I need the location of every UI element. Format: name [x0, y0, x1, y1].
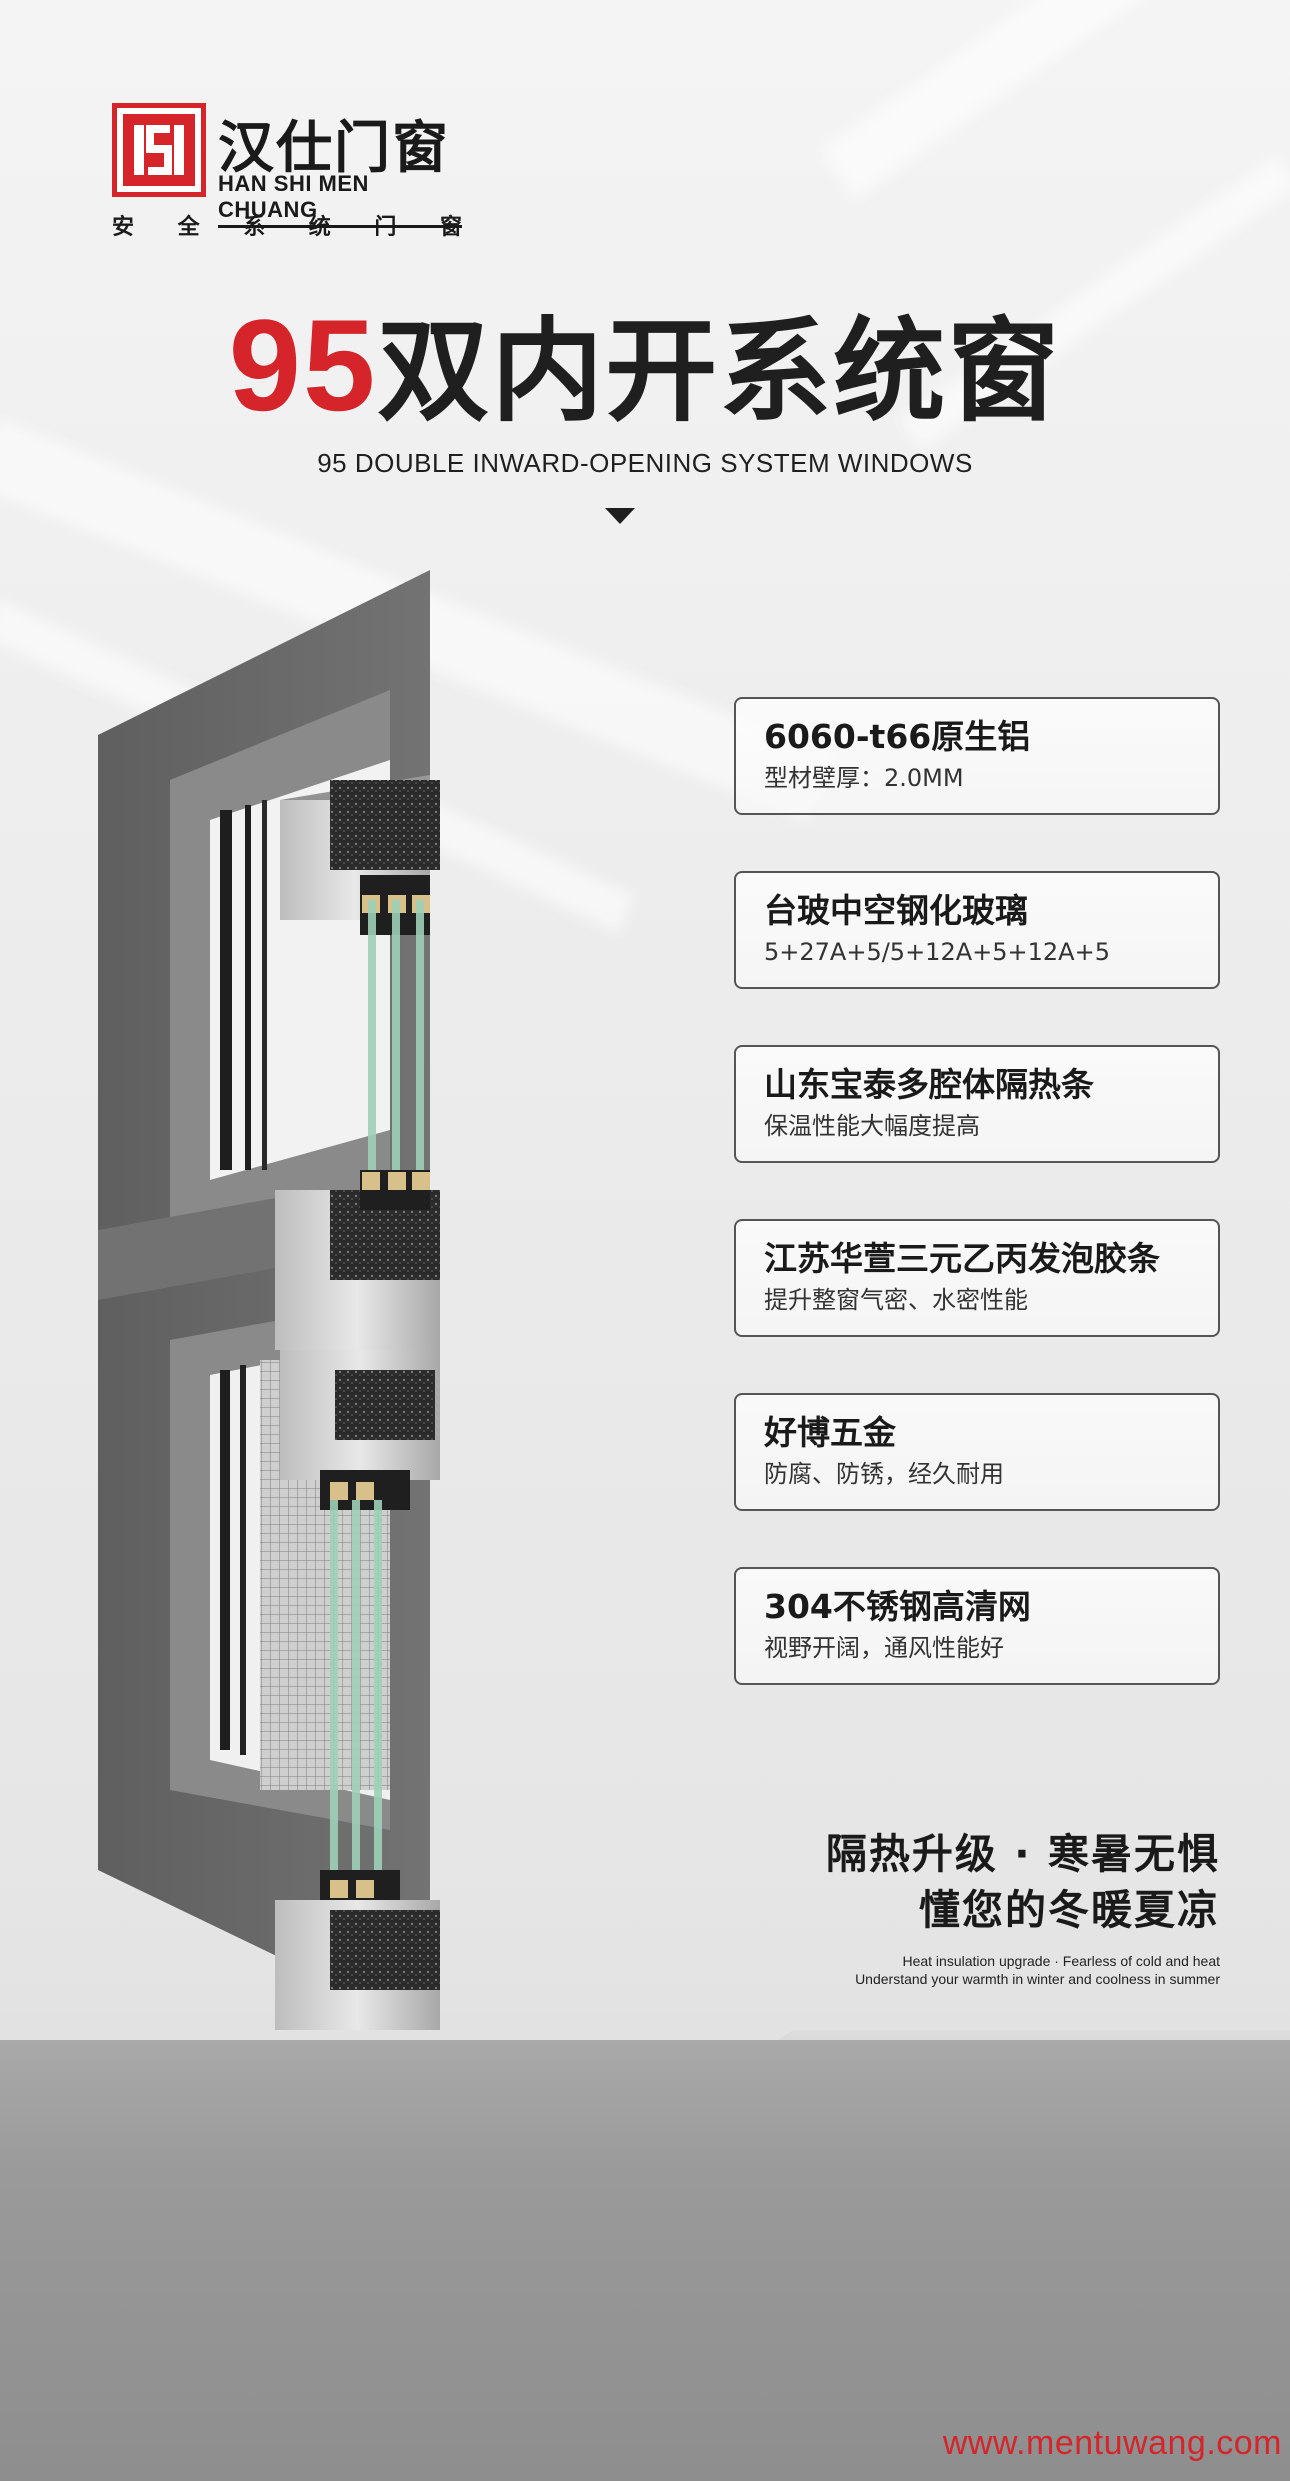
feature-card: 江苏华萱三元乙丙发泡胶条 提升整窗气密、水密性能 [734, 1219, 1220, 1337]
feature-card: 304不锈钢高清网 视野开阔，通风性能好 [734, 1567, 1220, 1685]
feature-desc: 防腐、防锈，经久耐用 [764, 1460, 1004, 1488]
bottom-profile-section [275, 1870, 440, 2030]
page-title: 95双内开系统窗 [0, 300, 1290, 437]
glass-pane [330, 1500, 338, 1890]
tagline-char: 统 [308, 215, 331, 240]
feature-card: 6060-t66原生铝 型材壁厚：2.0MM [734, 697, 1220, 815]
feature-list: 6060-t66原生铝 型材壁厚：2.0MM 台玻中空钢化玻璃 5+27A+5/… [734, 697, 1220, 1741]
feature-desc: 提升整窗气密、水密性能 [764, 1286, 1028, 1314]
brand-logo: 汉仕门窗 HAN SHI MEN CHUANG 安 全 系 统 门 窗 [112, 103, 462, 241]
feature-card: 山东宝泰多腔体隔热条 保温性能大幅度提高 [734, 1045, 1220, 1163]
site-watermark: www.mentuwang.com [942, 2424, 1282, 2462]
upper-seal-line [245, 805, 251, 1170]
feature-desc: 视野开阔，通风性能好 [764, 1634, 1004, 1662]
slogan-line-1: 隔热升级 · 寒暑无惧 [825, 1830, 1220, 1878]
page-subtitle: 95 DOUBLE INWARD-OPENING SYSTEM WINDOWS [317, 448, 973, 478]
middle-profile-section [275, 1170, 440, 1510]
title-number: 95 [228, 292, 378, 438]
feature-desc: 保温性能大幅度提高 [764, 1112, 980, 1140]
down-arrow-icon [605, 508, 635, 524]
glass-pane [374, 1500, 382, 1890]
brand-tagline: 安 全 系 统 门 窗 [112, 209, 462, 241]
upper-seal-line [220, 810, 232, 1170]
floor [0, 2040, 1290, 2481]
feature-card: 台玻中空钢化玻璃 5+27A+5/5+12A+5+12A+5 [734, 871, 1220, 989]
feature-card: 好博五金 防腐、防锈，经久耐用 [734, 1393, 1220, 1511]
feature-title: 江苏华萱三元乙丙发泡胶条 [764, 1239, 1160, 1278]
slogan-en-line-2: Understand your warmth in winter and coo… [855, 1971, 1220, 1987]
feature-title: 6060-t66原生铝 [764, 717, 1031, 756]
feature-title: 山东宝泰多腔体隔热条 [764, 1065, 1094, 1104]
transom-face [98, 1190, 320, 1300]
lower-seal-line [240, 1365, 246, 1755]
glass-pane [352, 1500, 360, 1890]
feature-desc: 5+27A+5/5+12A+5+12A+5 [764, 938, 1110, 966]
light-ray [820, 0, 1281, 200]
top-profile-section [280, 775, 440, 935]
upper-seal-line [262, 800, 267, 1170]
lower-seal-line [220, 1370, 230, 1750]
slogan-en-line-1: Heat insulation upgrade · Fearless of co… [902, 1953, 1220, 1969]
feature-desc: 型材壁厚：2.0MM [764, 764, 964, 792]
feature-title: 台玻中空钢化玻璃 [764, 891, 1028, 930]
tagline-char: 安 [112, 215, 135, 240]
logo-mark-icon [112, 103, 206, 197]
tagline-char: 门 [374, 215, 397, 240]
feature-title: 304不锈钢高清网 [764, 1587, 1031, 1626]
tagline-char: 系 [243, 215, 266, 240]
brand-name-en: HAN SHI MEN CHUANG [218, 171, 462, 228]
brand-name-cn: 汉仕门窗 [218, 116, 450, 181]
slogan-line-2: 懂您的冬暖夏凉 [919, 1886, 1220, 1934]
slogan-block: 隔热升级 · 寒暑无惧 懂您的冬暖夏凉 Heat insulation upgr… [826, 1826, 1220, 1988]
feature-title: 好博五金 [764, 1413, 896, 1452]
title-text: 双内开系统窗 [377, 307, 1062, 437]
tagline-char: 全 [177, 215, 200, 240]
window-profile-illustration [98, 570, 440, 2030]
tagline-char: 窗 [439, 215, 462, 240]
